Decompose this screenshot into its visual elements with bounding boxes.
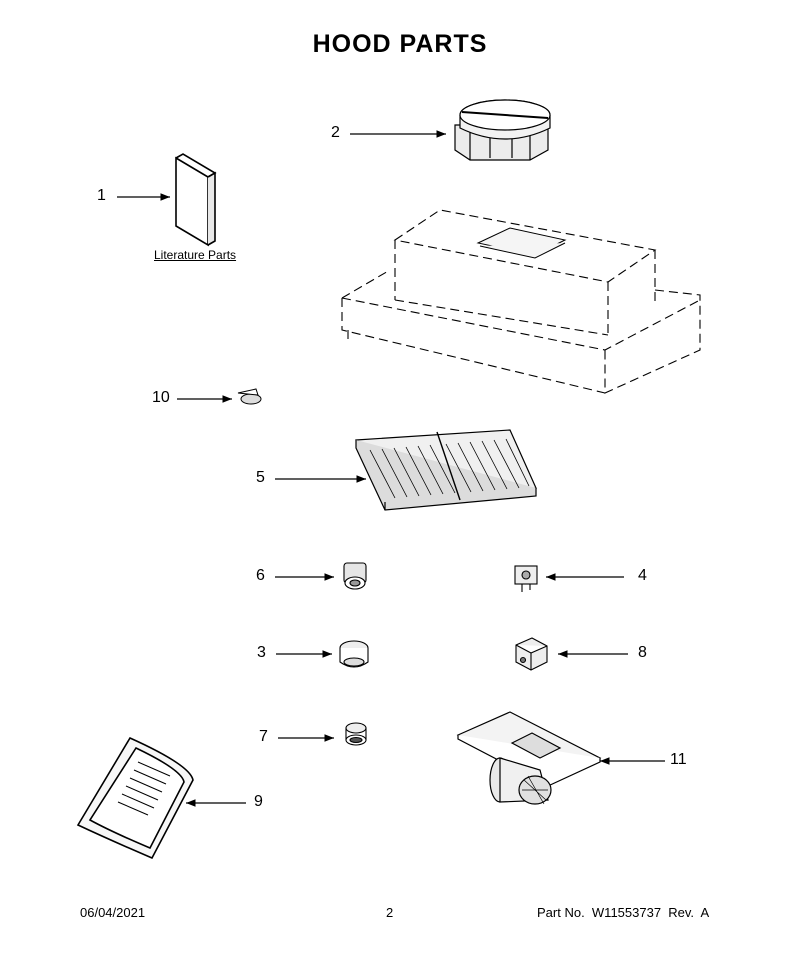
callout-10: 10	[152, 389, 170, 406]
hood-duct-opening	[476, 227, 567, 259]
light-part	[339, 640, 369, 668]
callout-1: 1	[97, 187, 106, 204]
terminal-block-part	[515, 637, 548, 671]
blower-part	[456, 711, 602, 805]
literature-parts-label: Literature Parts	[154, 248, 237, 262]
clip-part	[237, 388, 262, 405]
leader-arrows	[117, 130, 665, 807]
literature-book-part	[175, 153, 217, 247]
callout-9: 9	[254, 793, 263, 810]
callout-6: 6	[256, 567, 265, 584]
footer-page-number: 2	[386, 905, 394, 920]
damper-adapter-part	[454, 99, 551, 161]
page-title: HOOD PARTS	[312, 30, 488, 58]
grease-filter-part	[355, 429, 537, 511]
callout-5: 5	[256, 469, 265, 486]
callout-2: 2	[331, 124, 340, 141]
hood-body-outline	[341, 209, 701, 394]
callout-4: 4	[638, 567, 647, 584]
callout-11: 11	[670, 751, 687, 768]
callout-7: 7	[259, 728, 268, 745]
control-part	[514, 565, 538, 592]
callout-8: 8	[638, 644, 647, 661]
footer-part-number: Part No. W11553737 Rev. A	[537, 905, 710, 920]
footer-date: 06/04/2021	[80, 905, 146, 920]
bulb-ring-part	[345, 722, 367, 746]
switch-part	[343, 562, 367, 590]
manual-pouch-part	[76, 736, 194, 860]
callout-3: 3	[257, 644, 266, 661]
